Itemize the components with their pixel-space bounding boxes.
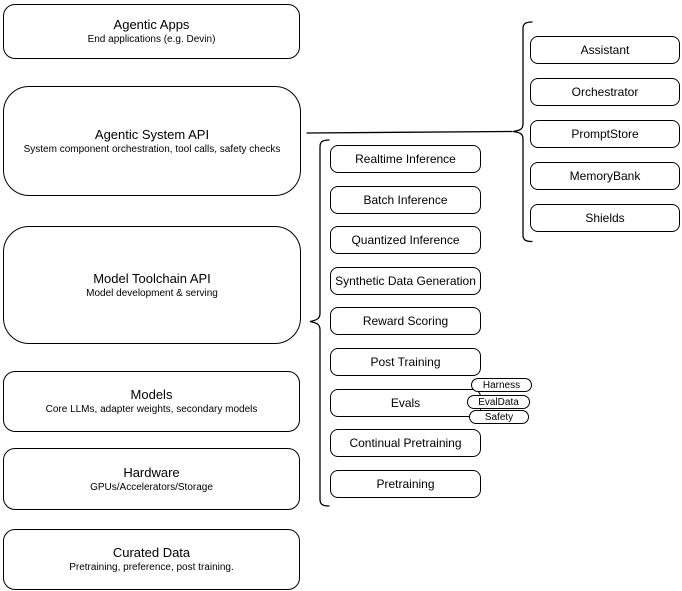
box-agentic-apps: Agentic Apps End applications (e.g. Devi… xyxy=(3,4,300,59)
tag-harness: Harness xyxy=(471,378,532,392)
tag-safety: Safety xyxy=(469,410,529,424)
toolchain-item-realtime-inference: Realtime Inference xyxy=(330,145,481,173)
item-label: Reward Scoring xyxy=(362,314,449,328)
box-subtitle: Core LLMs, adapter weights, secondary mo… xyxy=(45,404,258,415)
toolchain-item-pretraining: Pretraining xyxy=(330,470,481,498)
toolchain-item-synthetic-data-generation: Synthetic Data Generation xyxy=(330,267,481,295)
item-label: Batch Inference xyxy=(363,193,448,207)
component-shields: Shields xyxy=(530,204,680,232)
box-curated-data: Curated Data Pretraining, preference, po… xyxy=(3,529,300,590)
box-models: Models Core LLMs, adapter weights, secon… xyxy=(3,371,300,432)
item-label: Synthetic Data Generation xyxy=(335,274,476,288)
component-label: PromptStore xyxy=(571,127,639,141)
component-orchestrator: Orchestrator xyxy=(530,78,680,106)
box-model-toolchain-api: Model Toolchain API Model development & … xyxy=(3,226,301,344)
tag-evaldata: EvalData xyxy=(467,395,530,409)
toolchain-item-continual-pretraining: Continual Pretraining xyxy=(330,429,481,457)
toolchain-item-reward-scoring: Reward Scoring xyxy=(330,307,481,335)
toolchain-item-post-training: Post Training xyxy=(330,348,481,376)
toolchain-item-evals: Evals xyxy=(330,389,481,417)
component-promptstore: PromptStore xyxy=(530,120,680,148)
tag-label: Harness xyxy=(482,379,521,391)
item-label: Quantized Inference xyxy=(351,233,460,247)
box-subtitle: GPUs/Accelerators/Storage xyxy=(90,481,213,493)
box-title: Agentic Apps xyxy=(113,17,190,32)
box-title: Model Toolchain API xyxy=(93,270,211,286)
component-label: Orchestrator xyxy=(571,85,639,99)
toolchain-brace xyxy=(309,139,330,507)
component-label: Assistant xyxy=(580,43,630,57)
box-title: Hardware xyxy=(123,464,180,480)
box-title: Agentic System API xyxy=(94,126,210,142)
component-memorybank: MemoryBank xyxy=(530,162,680,190)
toolchain-item-quantized-inference: Quantized Inference xyxy=(330,226,481,254)
box-subtitle: End applications (e.g. Devin) xyxy=(87,34,216,45)
component-label: Shields xyxy=(585,211,625,225)
box-title: Models xyxy=(130,387,173,402)
tag-label: Safety xyxy=(484,411,514,423)
components-brace xyxy=(512,21,533,243)
tag-label: EvalData xyxy=(478,396,519,408)
item-label: Evals xyxy=(390,396,421,410)
box-subtitle: Pretraining, preference, post training. xyxy=(69,562,234,573)
box-subtitle: Model development & serving xyxy=(86,287,218,299)
box-hardware: Hardware GPUs/Accelerators/Storage xyxy=(3,448,300,510)
item-label: Continual Pretraining xyxy=(349,436,462,450)
box-agentic-system-api: Agentic System API System component orch… xyxy=(3,86,301,196)
box-title: Curated Data xyxy=(112,545,191,560)
system-api-connector-line xyxy=(306,130,513,134)
item-label: Realtime Inference xyxy=(355,152,456,166)
toolchain-item-batch-inference: Batch Inference xyxy=(330,186,481,214)
component-assistant: Assistant xyxy=(530,36,680,64)
item-label: Pretraining xyxy=(376,477,435,491)
component-label: MemoryBank xyxy=(569,169,641,183)
box-subtitle: System component orchestration, tool cal… xyxy=(23,143,281,155)
item-label: Post Training xyxy=(370,355,441,369)
